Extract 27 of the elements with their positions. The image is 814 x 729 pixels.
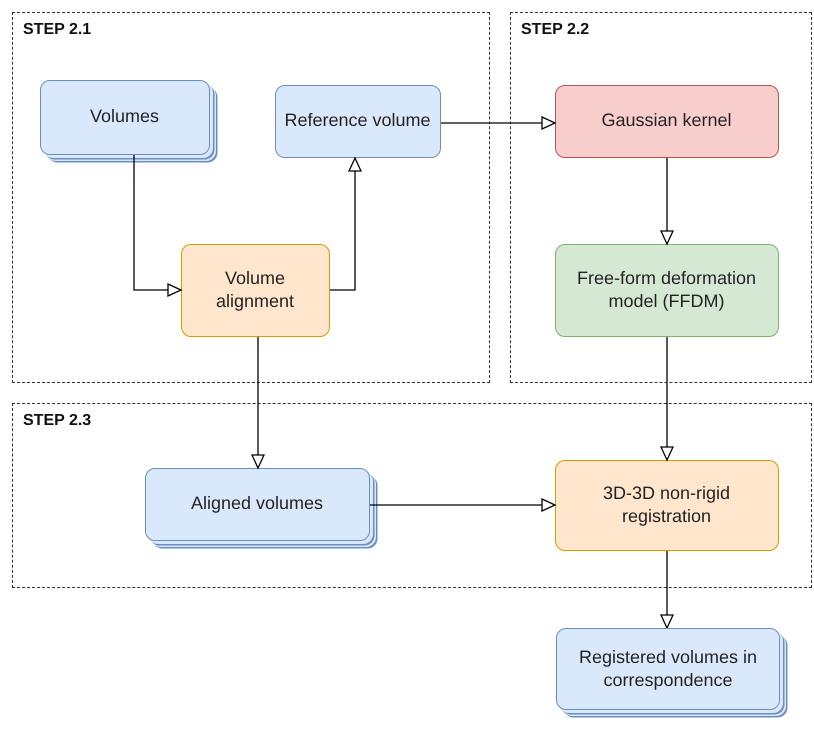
group-title: STEP 2.3 [23, 412, 92, 430]
step-group [12, 12, 490, 383]
process-box [554, 460, 778, 550]
arrow [441, 116, 556, 130]
arrow [370, 498, 556, 512]
box-label: Reference volume [283, 109, 432, 132]
process-box [554, 84, 778, 158]
group-title: STEP 2.1 [23, 21, 92, 39]
box-label: Gaussian kernel [600, 109, 733, 132]
step-group [12, 403, 812, 588]
step-group [510, 12, 812, 383]
arrow [251, 337, 265, 469]
box-label: Volume alignment [214, 266, 296, 313]
box-label: Registered volumes in correspondence [578, 646, 758, 692]
box-label: Aligned volumes [190, 492, 324, 516]
process-box [180, 244, 330, 336]
arrow [660, 158, 674, 245]
box-label: Free-form deformation model (FFDM) [576, 266, 758, 313]
process-box [274, 84, 440, 158]
box-label: Volumes [88, 105, 160, 128]
arrow [330, 157, 362, 291]
box-label: 3D-3D non-rigid registration [602, 482, 732, 528]
arrow [660, 337, 674, 461]
arrow [660, 551, 674, 629]
arrow [133, 155, 182, 297]
process-box [554, 244, 778, 336]
group-title: STEP 2.2 [521, 21, 590, 39]
